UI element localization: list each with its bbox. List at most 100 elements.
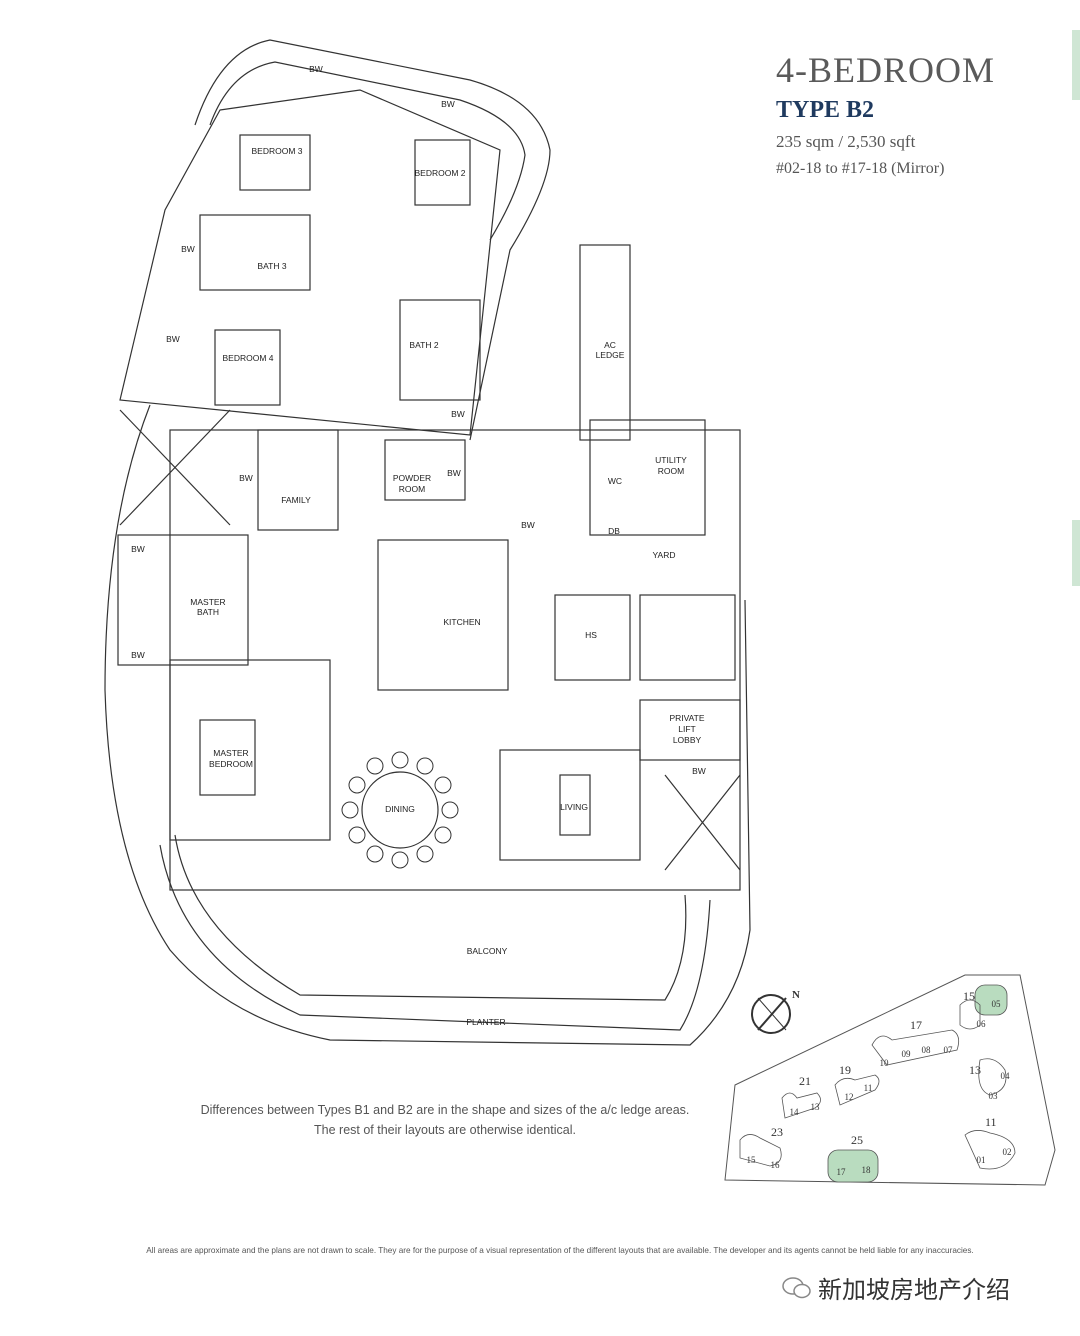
plan-area: 235 sqm / 2,530 sqft xyxy=(776,132,916,151)
living-sofa xyxy=(499,749,641,861)
unit-number: 11 xyxy=(864,1083,873,1093)
unit-number: 09 xyxy=(902,1049,912,1059)
living-table xyxy=(559,774,591,836)
outer-wall-west xyxy=(104,404,751,1046)
site-block-outlines xyxy=(739,999,1016,1170)
disclaimer: All areas are approximate and the plans … xyxy=(146,1246,974,1255)
bedroom-wing-outline xyxy=(119,89,501,436)
block-number: 19 xyxy=(839,1063,851,1077)
label-bath2: BATH 2 xyxy=(409,340,438,350)
highlight-block-25 xyxy=(827,1149,879,1183)
label-utility-2: ROOM xyxy=(658,466,684,476)
void-cross-2 xyxy=(119,409,231,526)
label-bedroom2: BEDROOM 2 xyxy=(414,168,465,178)
bedroom3-bed xyxy=(239,134,311,191)
label-powder-1: POWDER xyxy=(393,473,431,483)
plan-units: #02-18 to #17-18 (Mirror) xyxy=(776,160,945,177)
watermark-text: 新加坡房地产介绍 xyxy=(818,1276,1010,1304)
label-private-lift-2: LIFT xyxy=(678,724,695,734)
block-number: 21 xyxy=(799,1074,811,1088)
outer-wall-north xyxy=(194,39,551,441)
unit-number: 14 xyxy=(790,1107,800,1117)
unit-number: 18 xyxy=(862,1165,872,1175)
block-number: 17 xyxy=(910,1018,922,1032)
unit-number: 01 xyxy=(977,1155,986,1165)
bay-window-labels: BW BW BW BW BW BW BW BW BW BW BW xyxy=(131,64,706,776)
label-family: FAMILY xyxy=(281,495,311,505)
block-number: 13 xyxy=(969,1063,981,1077)
site-boundary xyxy=(724,974,1056,1186)
powder-outline xyxy=(384,439,466,501)
block-number: 23 xyxy=(771,1125,783,1139)
label-private-lift-3: LOBBY xyxy=(673,735,702,745)
label-bw: BW xyxy=(521,520,535,530)
accent-bar-top xyxy=(1072,30,1080,100)
dining-chairs xyxy=(341,751,459,869)
ac-ledge-outline xyxy=(579,244,631,441)
label-dining: DINING xyxy=(385,804,415,814)
utility-outline xyxy=(589,419,706,536)
north-label: N xyxy=(792,989,800,1001)
master-bath-outline xyxy=(117,534,249,666)
unit-number: 10 xyxy=(880,1058,890,1068)
unit-number: 17 xyxy=(837,1167,847,1177)
label-bw: BW xyxy=(131,650,145,660)
master-bedroom-outline xyxy=(169,659,331,841)
outer-wall-north-inner xyxy=(209,61,526,241)
label-bw: BW xyxy=(131,544,145,554)
unit-number: 02 xyxy=(1003,1147,1012,1157)
unit-number: 16 xyxy=(771,1160,781,1170)
label-kitchen: KITCHEN xyxy=(443,617,480,627)
label-hs: HS xyxy=(585,630,597,640)
lift-outline xyxy=(639,594,736,681)
label-wc: WC xyxy=(608,476,622,486)
hs-outline xyxy=(554,594,631,681)
balcony-edge xyxy=(174,834,687,1001)
kitchen-outline xyxy=(377,539,509,691)
lift-lobby-outline xyxy=(639,699,741,761)
label-bw: BW xyxy=(309,64,323,74)
plan-heading: 4-BEDROOM TYPE B2 235 sqm / 2,530 sqft #… xyxy=(776,50,995,180)
unit-number: 07 xyxy=(944,1045,954,1055)
unit-number: 03 xyxy=(989,1091,999,1101)
unit-number: 15 xyxy=(747,1155,757,1165)
note-line-2: The rest of their layouts are otherwise … xyxy=(314,1123,576,1137)
label-bw: BW xyxy=(166,334,180,344)
unit-number: 04 xyxy=(1001,1071,1011,1081)
label-planter: PLANTER xyxy=(466,1017,505,1027)
unit-number: 08 xyxy=(922,1045,932,1055)
note-line-1: Differences between Types B1 and B2 are … xyxy=(200,1103,690,1117)
label-bw: BW xyxy=(239,473,253,483)
bedroom2-bed xyxy=(414,139,471,206)
block-number: 25 xyxy=(851,1133,863,1147)
bedroom4-bed xyxy=(214,329,281,406)
label-bath3: BATH 3 xyxy=(257,261,286,271)
label-ac-ledge-2: LEDGE xyxy=(596,350,625,360)
highlight-block-15 xyxy=(974,984,1008,1016)
label-bedroom4: BEDROOM 4 xyxy=(222,353,273,363)
label-master-bath-2: BATH xyxy=(197,607,219,617)
plan-title: 4-BEDROOM xyxy=(776,50,996,90)
label-bw: BW xyxy=(447,468,461,478)
label-master-bed-1: MASTER xyxy=(213,748,248,758)
watermark: 新加坡房地产介绍 xyxy=(782,1270,1010,1305)
site-plan: N 15 17 19 21 13 11 23 25 05 06 10 09 08… xyxy=(724,974,1056,1186)
label-ac-ledge-1: AC xyxy=(604,340,616,350)
label-master-bath-1: MASTER xyxy=(190,597,225,607)
dining-table xyxy=(361,771,439,849)
void-cross-4 xyxy=(664,774,741,871)
planter-inner xyxy=(159,844,711,1031)
label-yard: YARD xyxy=(653,550,676,560)
layout-note: Differences between Types B1 and B2 are … xyxy=(180,1100,710,1140)
bath2-outline xyxy=(399,299,481,401)
label-bw: BW xyxy=(692,766,706,776)
label-bedroom3: BEDROOM 3 xyxy=(251,146,302,156)
unit-number: 06 xyxy=(977,1019,987,1029)
unit-number: 05 xyxy=(992,999,1002,1009)
plan-type: TYPE B2 xyxy=(776,97,875,123)
block-number: 15 xyxy=(963,989,975,1003)
bath3-outline xyxy=(199,214,311,291)
unit-number: 12 xyxy=(845,1092,854,1102)
family-outline xyxy=(257,429,339,531)
